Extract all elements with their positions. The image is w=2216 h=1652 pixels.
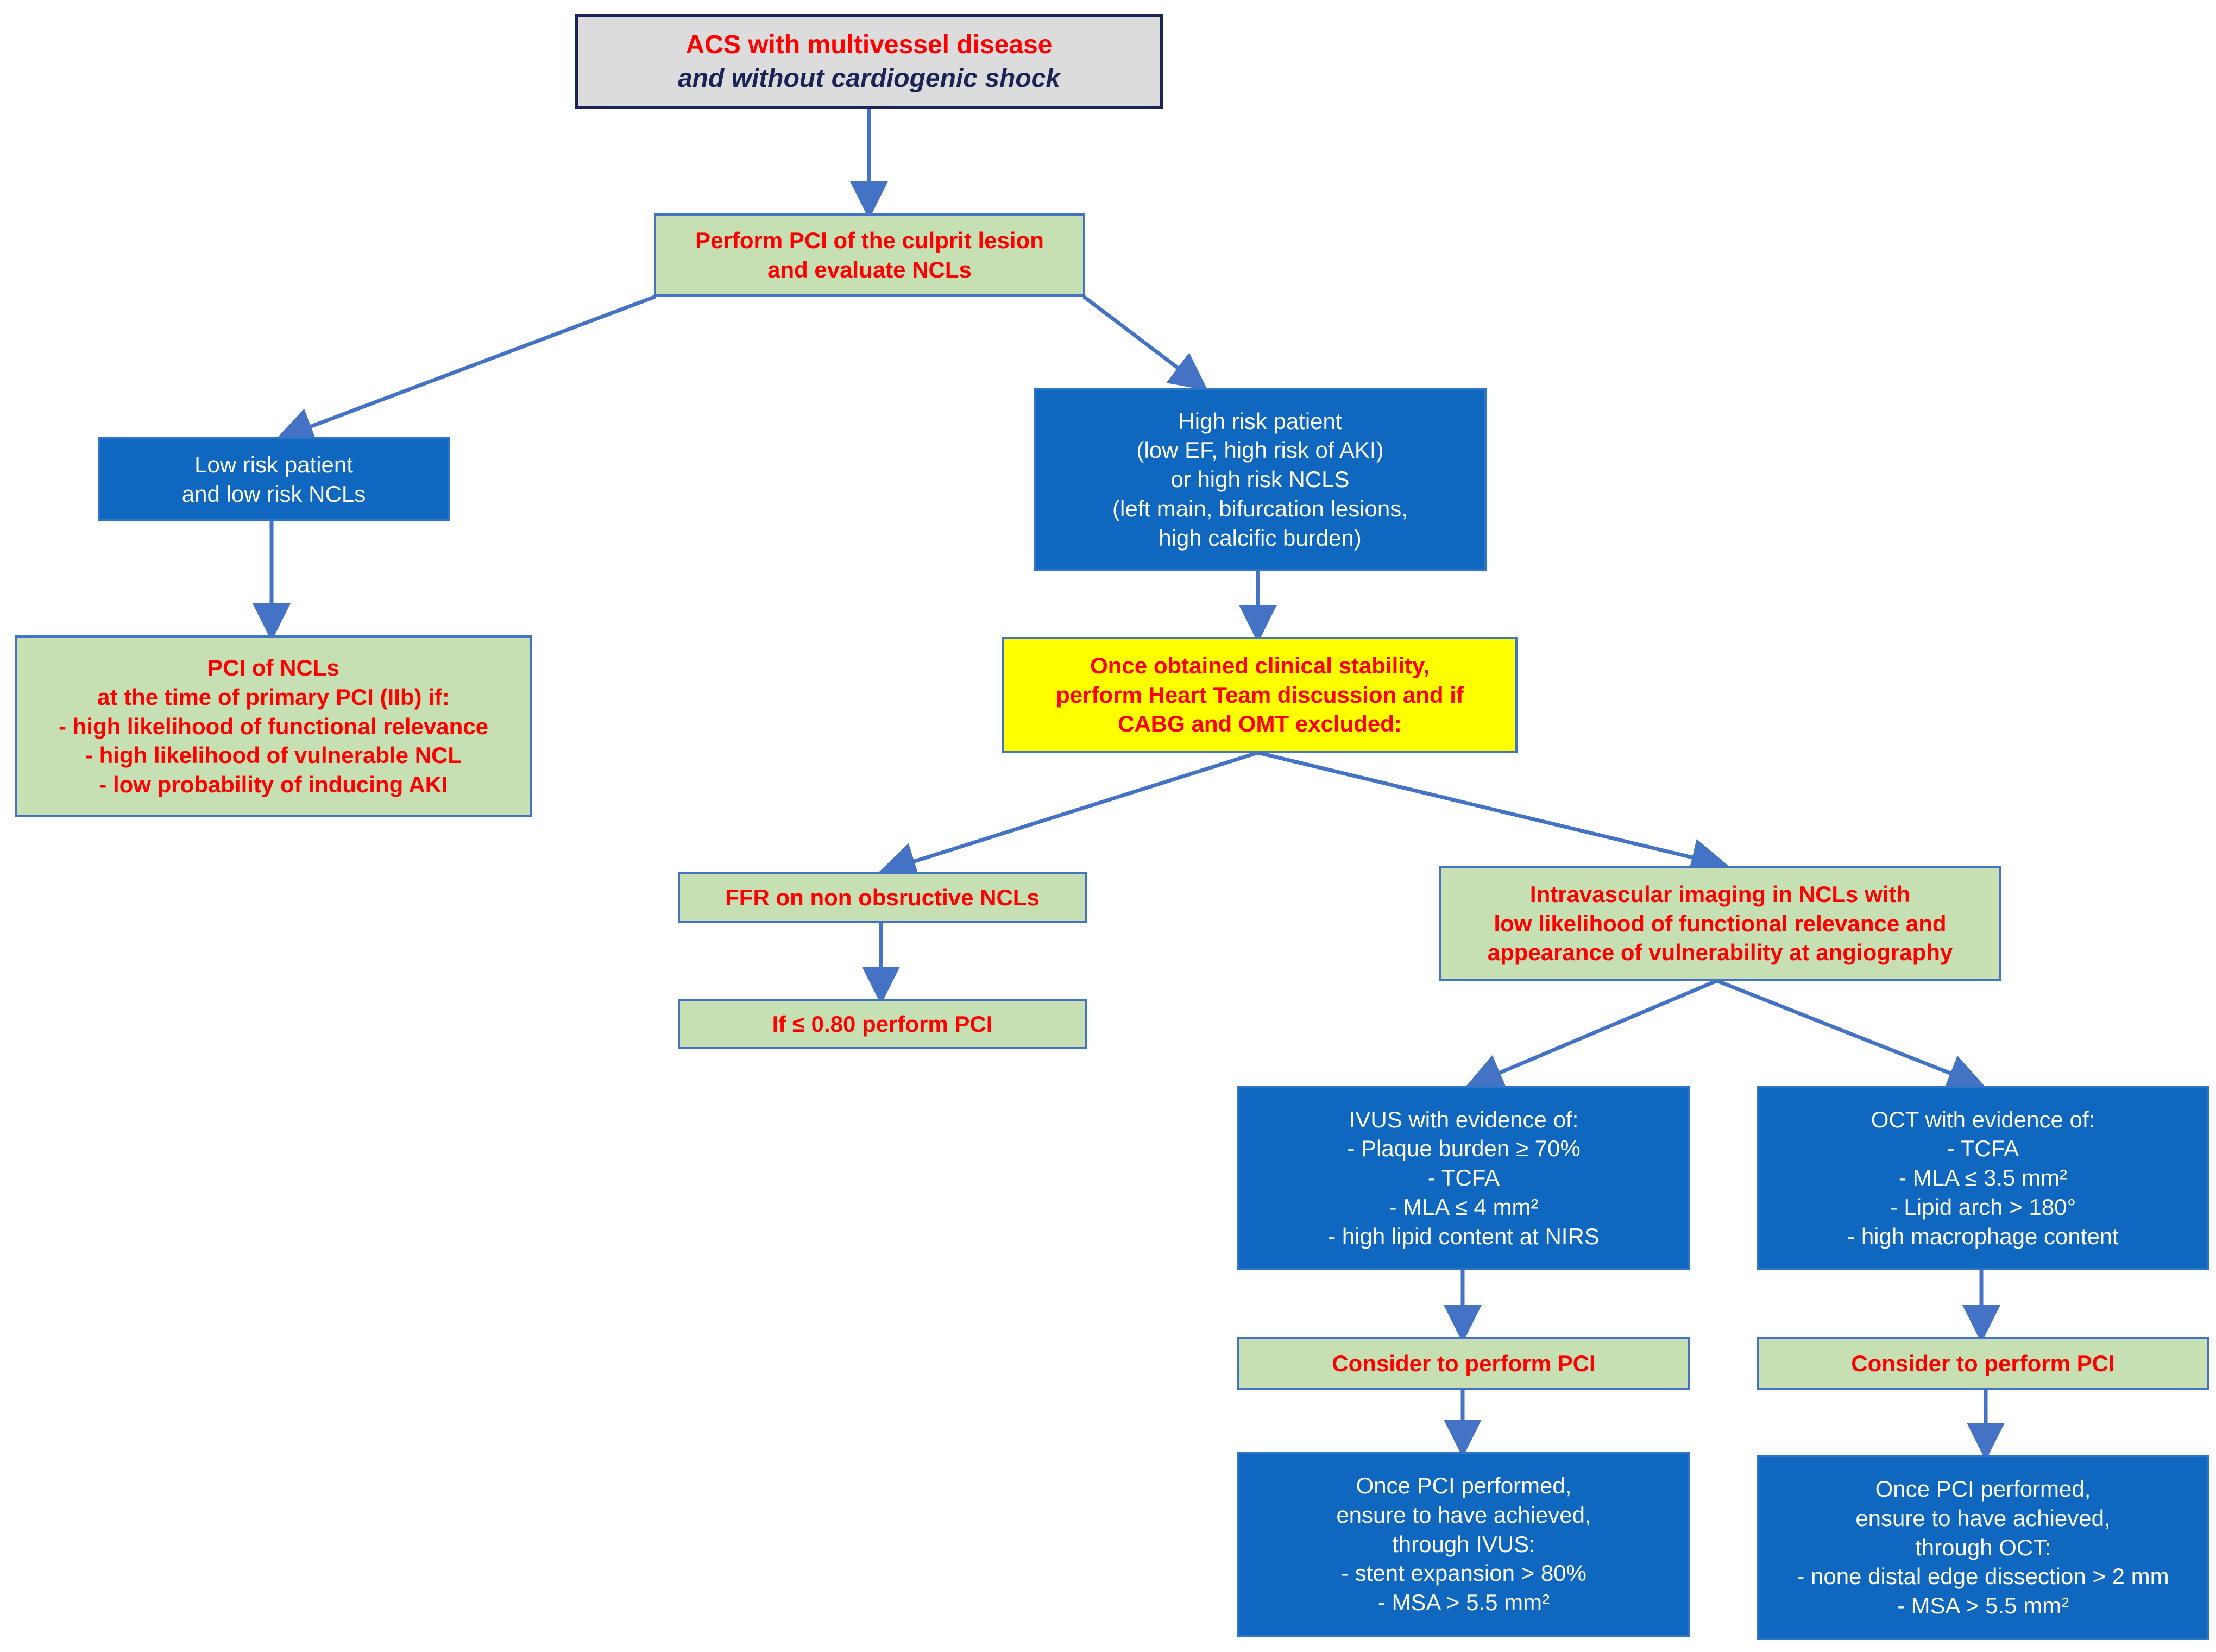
oct-post-line: - MSA > 5.5 mm² (1897, 1593, 2069, 1619)
arrow-intravascular-to-oct (1716, 979, 1986, 1091)
pci-ncls-line: - low probability of inducing AKI (99, 772, 448, 798)
ivus-line: - MLA ≤ 4 mm² (1389, 1194, 1539, 1220)
ffr-threshold-box: If ≤ 0.80 perform PCI (678, 999, 1087, 1049)
pci-ncls-box: PCI of NCLs at the time of primary PCI (… (15, 635, 532, 817)
ivus-line: - TCFA (1427, 1165, 1500, 1191)
oct-line: OCT with evidence of: (1871, 1106, 2095, 1132)
perform-pci-line: Perform PCI of the culprit lesion (695, 227, 1044, 253)
heart-team-line: perform Heart Team discussion and if (1056, 682, 1464, 708)
high-risk-box: High risk patient (low EF, high risk of … (1034, 388, 1487, 571)
oct-post-line: through OCT: (1915, 1534, 2051, 1560)
low-risk-line: Low risk patient (194, 451, 353, 477)
oct-box: OCT with evidence of: - TCFA - MLA ≤ 3.5… (1757, 1086, 2209, 1270)
pci-ncls-line: PCI of NCLs (207, 655, 339, 681)
consider-pci-oct-box: Consider to perform PCI (1757, 1337, 2209, 1390)
ivus-post-box: Once PCI performed, ensure to have achie… (1237, 1452, 1690, 1637)
heart-team-line: Once obtained clinical stability, (1090, 652, 1430, 678)
root-box: ACS with multivessel disease and without… (575, 14, 1163, 109)
consider-pci-ivus-box: Consider to perform PCI (1237, 1337, 1690, 1390)
low-risk-box: Low risk patient and low risk NCLs (98, 437, 450, 521)
ffr-box: FFR on non obsructive NCLs (678, 872, 1087, 923)
heart-team-box: Once obtained clinical stability, perfor… (1002, 637, 1518, 753)
high-risk-line: (low EF, high risk of AKI) (1136, 437, 1384, 463)
oct-line: - Lipid arch > 180° (1890, 1194, 2076, 1220)
oct-post-line: - none distal edge dissection > 2 mm (1797, 1563, 2169, 1590)
ffr-threshold-line: If ≤ 0.80 perform PCI (772, 1011, 993, 1037)
ivus-post-line: ensure to have achieved, (1336, 1502, 1591, 1528)
arrow-heart-team-to-intravascular (1257, 751, 1729, 876)
consider-pci-line: Consider to perform PCI (1851, 1351, 2115, 1377)
intravascular-line: Intravascular imaging in NCLs with (1529, 881, 1911, 907)
oct-line: - MLA ≤ 3.5 mm² (1898, 1165, 2068, 1191)
ivus-post-line: - MSA > 5.5 mm² (1377, 1590, 1550, 1616)
perform-pci-box: Perform PCI of the culprit lesion and ev… (654, 213, 1085, 297)
oct-line: - TCFA (1947, 1136, 2019, 1162)
ivus-post-line: Once PCI performed, (1356, 1473, 1572, 1499)
ivus-box: IVUS with evidence of: - Plaque burden ≥… (1237, 1086, 1690, 1270)
arrow-perform-pci-to-high-risk (1082, 295, 1208, 391)
oct-post-box: Once PCI performed, ensure to have achie… (1757, 1455, 2209, 1640)
heart-team-line: CABG and OMT excluded: (1118, 711, 1402, 737)
ivus-line: - Plaque burden ≥ 70% (1347, 1136, 1581, 1162)
ivus-line: IVUS with evidence of: (1349, 1106, 1579, 1132)
high-risk-line: or high risk NCLS (1170, 466, 1350, 493)
low-risk-line: and low risk NCLs (181, 481, 366, 507)
perform-pci-line: and evaluate NCLs (767, 256, 972, 282)
root-subtitle: and without cardiogenic shock (677, 64, 1061, 93)
oct-post-line: ensure to have achieved, (1855, 1505, 2111, 1531)
high-risk-line: high calcific burden) (1159, 525, 1362, 551)
ivus-post-line: through IVUS: (1392, 1531, 1535, 1557)
high-risk-line: (left main, bifurcation lesions, (1112, 495, 1408, 521)
intravascular-box: Intravascular imaging in NCLs with low l… (1439, 866, 2001, 981)
arrow-heart-team-to-ffr (878, 751, 1259, 880)
high-risk-line: High risk patient (1178, 408, 1342, 434)
ivus-post-line: - stent expansion > 80% (1341, 1560, 1587, 1586)
consider-pci-line: Consider to perform PCI (1332, 1351, 1596, 1377)
pci-ncls-line: - high likelihood of functional relevanc… (58, 713, 489, 739)
root-title: ACS with multivessel disease (685, 30, 1053, 60)
pci-ncls-line: - high likelihood of vulnerable NCL (85, 742, 462, 768)
intravascular-line: low likelihood of functional relevance a… (1494, 910, 1947, 936)
ffr-line: FFR on non obsructive NCLs (725, 885, 1040, 911)
pci-ncls-line: at the time of primary PCI (IIb) if: (97, 684, 450, 710)
intravascular-line: appearance of vulnerability at angiograp… (1487, 940, 1953, 966)
arrow-intravascular-to-ivus (1465, 979, 1718, 1090)
arrow-perform-pci-to-low-risk (275, 294, 657, 444)
ivus-line: - high lipid content at NIRS (1328, 1223, 1600, 1249)
oct-line: - high macrophage content (1847, 1223, 2119, 1249)
oct-post-line: Once PCI performed, (1875, 1476, 2091, 1502)
